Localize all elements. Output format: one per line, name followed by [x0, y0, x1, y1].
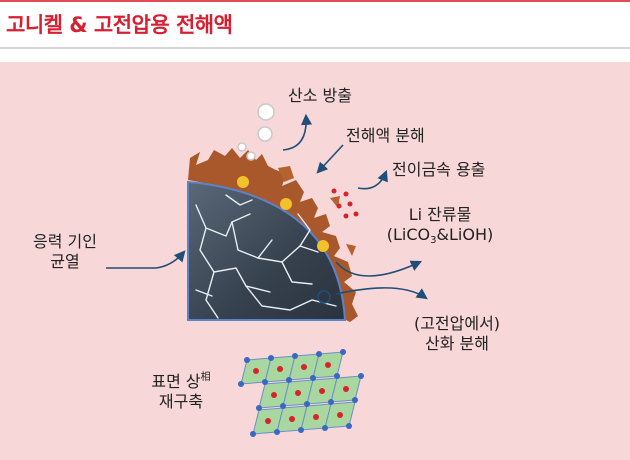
label-tm-dissolution: 전이금속 용출 [392, 160, 486, 179]
label-oxygen-release: 산소 방출 [288, 86, 352, 105]
surface-flake [278, 166, 294, 182]
surface-phase-text: 표면 상 [151, 372, 201, 391]
li-formula-subscript: 3 [430, 235, 437, 246]
label-stress-crack-line2: 균열 [50, 252, 80, 271]
oxidation-arrow [335, 287, 428, 300]
surface-flake [346, 244, 356, 256]
label-surface-line1: 표면 상相 [138, 368, 224, 392]
electrolyte-arrow [316, 144, 344, 174]
label-stress-crack-line1: 응력 기인 [33, 232, 97, 251]
li-formula-open: (LiCO [386, 225, 431, 244]
oxidation-site-icon [317, 290, 331, 304]
top-accent-line [0, 0, 630, 2]
cathode-particle [187, 180, 347, 321]
label-surface-reconstruction: 표면 상相 재구축 [138, 368, 224, 412]
crystal-lattice-icon [238, 349, 364, 437]
label-high-voltage-oxidation: (고전압에서) 산화 분해 [396, 314, 518, 354]
surface-phase-sup: 相 [200, 372, 211, 383]
dissolved-metal-icon [331, 188, 359, 219]
transition-metal-dot-icon [237, 176, 329, 252]
label-li-residue-line2: (LiCO3&LiOH) [380, 225, 500, 251]
crack-arrow [106, 250, 186, 269]
label-electrolyte-decomposition: 전해액 분해 [346, 126, 425, 145]
label-li-residue-line1: Li 잔류물 [408, 205, 472, 224]
label-stress-crack: 응력 기인 균열 [22, 232, 108, 272]
crack-lines [195, 194, 337, 319]
li-residue-arrow [335, 260, 423, 277]
label-high-voltage-line2: 산화 분해 [425, 334, 489, 353]
process-arrows [106, 113, 428, 300]
label-high-voltage-line1: (고전압에서) [413, 314, 501, 333]
oxygen-bubble-icon [237, 103, 275, 161]
title-divider [0, 47, 630, 49]
label-surface-line2: 재구축 [158, 392, 204, 411]
oxygen-arrow [282, 113, 313, 151]
figure-title: 고니켈 & 고전압용 전해액 [6, 13, 233, 37]
dissolution-arrow [357, 169, 388, 190]
label-li-residue: Li 잔류물 (LiCO3&LiOH) [380, 205, 500, 251]
li-formula-close: &LiOH) [436, 225, 494, 244]
